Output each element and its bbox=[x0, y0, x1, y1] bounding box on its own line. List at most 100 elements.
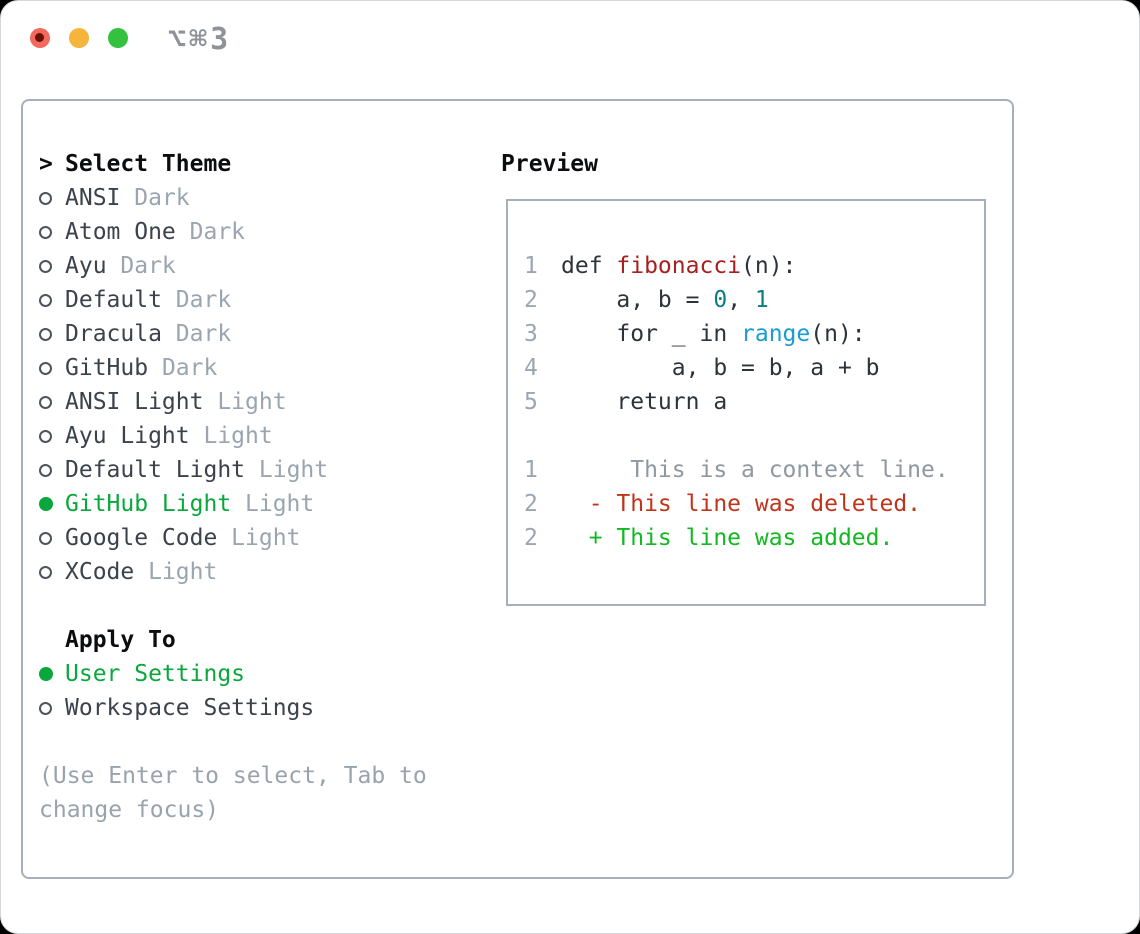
variant-tag: Light bbox=[203, 423, 273, 449]
maximize-button[interactable] bbox=[108, 28, 128, 48]
radio-unselected-icon bbox=[39, 395, 52, 409]
option-label: XCode bbox=[65, 559, 149, 585]
minimize-button[interactable] bbox=[69, 28, 89, 48]
option-label: Ayu bbox=[65, 253, 121, 279]
theme-option-dracula[interactable]: Dracula Dark bbox=[39, 317, 427, 351]
option-label: Atom One bbox=[65, 219, 190, 245]
line-number bbox=[524, 419, 561, 453]
line-number: 2 bbox=[524, 491, 538, 517]
code-line: 1 def fibonacci(n): bbox=[524, 249, 984, 283]
option-label: ANSI Light bbox=[65, 389, 218, 415]
radio-unselected-icon bbox=[39, 293, 52, 307]
radio-unselected-icon bbox=[39, 327, 52, 341]
apply-to-header: Apply To bbox=[39, 623, 427, 657]
line-number: 1 bbox=[524, 457, 538, 483]
variant-tag: Dark bbox=[161, 355, 218, 381]
code-segment: def bbox=[561, 253, 617, 279]
line-number: 2 bbox=[524, 287, 538, 313]
preview-title: Preview bbox=[501, 151, 598, 177]
code-line: 1 This is a context line. bbox=[524, 453, 984, 487]
theme-option-github-light[interactable]: GitHub Light Light bbox=[39, 487, 427, 521]
variant-tag: Dark bbox=[134, 185, 190, 211]
spacer bbox=[39, 589, 427, 623]
help-text-line2: change focus) bbox=[39, 797, 220, 823]
line-number: 2 bbox=[524, 525, 538, 551]
theme-option-xcode[interactable]: XCode Light bbox=[39, 555, 427, 589]
code-line: 2 + This line was added. bbox=[524, 521, 984, 555]
help-text-line1: (Use Enter to select, Tab to bbox=[39, 763, 427, 789]
option-label: Default Light bbox=[65, 457, 259, 483]
code-line: 5 return a bbox=[524, 385, 984, 419]
theme-option-default-light[interactable]: Default Light Light bbox=[39, 453, 427, 487]
radio-unselected-icon bbox=[39, 191, 52, 205]
code-segment: (n): bbox=[741, 253, 797, 279]
variant-tag: Light bbox=[245, 491, 315, 517]
option-label: Google Code bbox=[65, 525, 232, 551]
variant-tag: Light bbox=[258, 457, 329, 483]
radio-unselected-icon bbox=[39, 531, 52, 545]
select-theme-header: > Select Theme bbox=[39, 147, 427, 181]
theme-option-github[interactable]: GitHub Dark bbox=[39, 351, 427, 385]
variant-tag: Light bbox=[217, 389, 287, 415]
variant-tag: Dark bbox=[175, 287, 232, 313]
variant-tag: Dark bbox=[189, 219, 246, 245]
code-segment: + This line was added. bbox=[561, 525, 894, 551]
option-label: GitHub bbox=[65, 355, 162, 381]
option-label: Ayu Light bbox=[65, 423, 204, 449]
line-number: 4 bbox=[524, 355, 538, 381]
code-segment: - This line was deleted. bbox=[561, 491, 922, 517]
code-segment: , bbox=[727, 287, 755, 313]
radio-selected-icon bbox=[39, 667, 53, 681]
code-segment: fibonacci bbox=[616, 253, 742, 279]
code-segment: This is a context line. bbox=[561, 457, 949, 483]
line-number: 3 bbox=[524, 321, 538, 347]
radio-unselected-icon bbox=[39, 225, 52, 239]
code-segment: a, b = bbox=[561, 287, 714, 313]
code-line: 4 a, b = b, a + b bbox=[524, 351, 984, 385]
theme-option-ansi[interactable]: ANSI Dark bbox=[39, 181, 427, 215]
option-label: User Settings bbox=[65, 661, 246, 687]
code-segment: 0 bbox=[713, 287, 728, 313]
code-segment: for _ in bbox=[561, 321, 742, 347]
theme-option-ansi-light[interactable]: ANSI Light Light bbox=[39, 385, 427, 419]
radio-unselected-icon bbox=[39, 361, 52, 375]
radio-unselected-icon bbox=[39, 463, 52, 477]
code-line: 2 a, b = 0, 1 bbox=[524, 283, 984, 317]
option-label: ANSI bbox=[65, 185, 135, 211]
line-number: 1 bbox=[524, 253, 538, 279]
option-label: GitHub Light bbox=[65, 491, 246, 517]
radio-selected-icon bbox=[39, 497, 53, 511]
code-segment: (n): bbox=[810, 321, 866, 347]
option-label: Default bbox=[65, 287, 176, 313]
variant-tag: Light bbox=[231, 525, 301, 551]
code-segment: a, b = b, a + b bbox=[561, 355, 880, 381]
cursor-arrow-icon: > bbox=[39, 151, 53, 177]
radio-unselected-icon bbox=[39, 701, 52, 715]
radio-unselected-icon bbox=[39, 259, 52, 273]
code-line: 2 - This line was deleted. bbox=[524, 487, 984, 521]
code-line: 3 for _ in range(n): bbox=[524, 317, 984, 351]
theme-option-ayu[interactable]: Ayu Dark bbox=[39, 249, 427, 283]
theme-option-default[interactable]: Default Dark bbox=[39, 283, 427, 317]
apply-option-workspace-settings[interactable]: Workspace Settings bbox=[39, 691, 427, 725]
variant-tag: Dark bbox=[120, 253, 176, 279]
close-dot-icon bbox=[35, 33, 44, 42]
code-segment: return a bbox=[561, 389, 728, 415]
spacer bbox=[39, 725, 427, 759]
line-number: 5 bbox=[524, 389, 538, 415]
theme-option-ayu-light[interactable]: Ayu Light Light bbox=[39, 419, 427, 453]
window-title: ⌥⌘3 bbox=[168, 22, 232, 57]
select-theme-label: Select Theme bbox=[65, 151, 232, 177]
close-button[interactable] bbox=[30, 28, 50, 48]
variant-tag: Dark bbox=[175, 321, 232, 347]
apply-to-label: Apply To bbox=[65, 627, 176, 653]
apply-option-user-settings[interactable]: User Settings bbox=[39, 657, 427, 691]
theme-option-google-code[interactable]: Google Code Light bbox=[39, 521, 427, 555]
theme-option-atom-one[interactable]: Atom One Dark bbox=[39, 215, 427, 249]
blank-line bbox=[524, 419, 984, 453]
